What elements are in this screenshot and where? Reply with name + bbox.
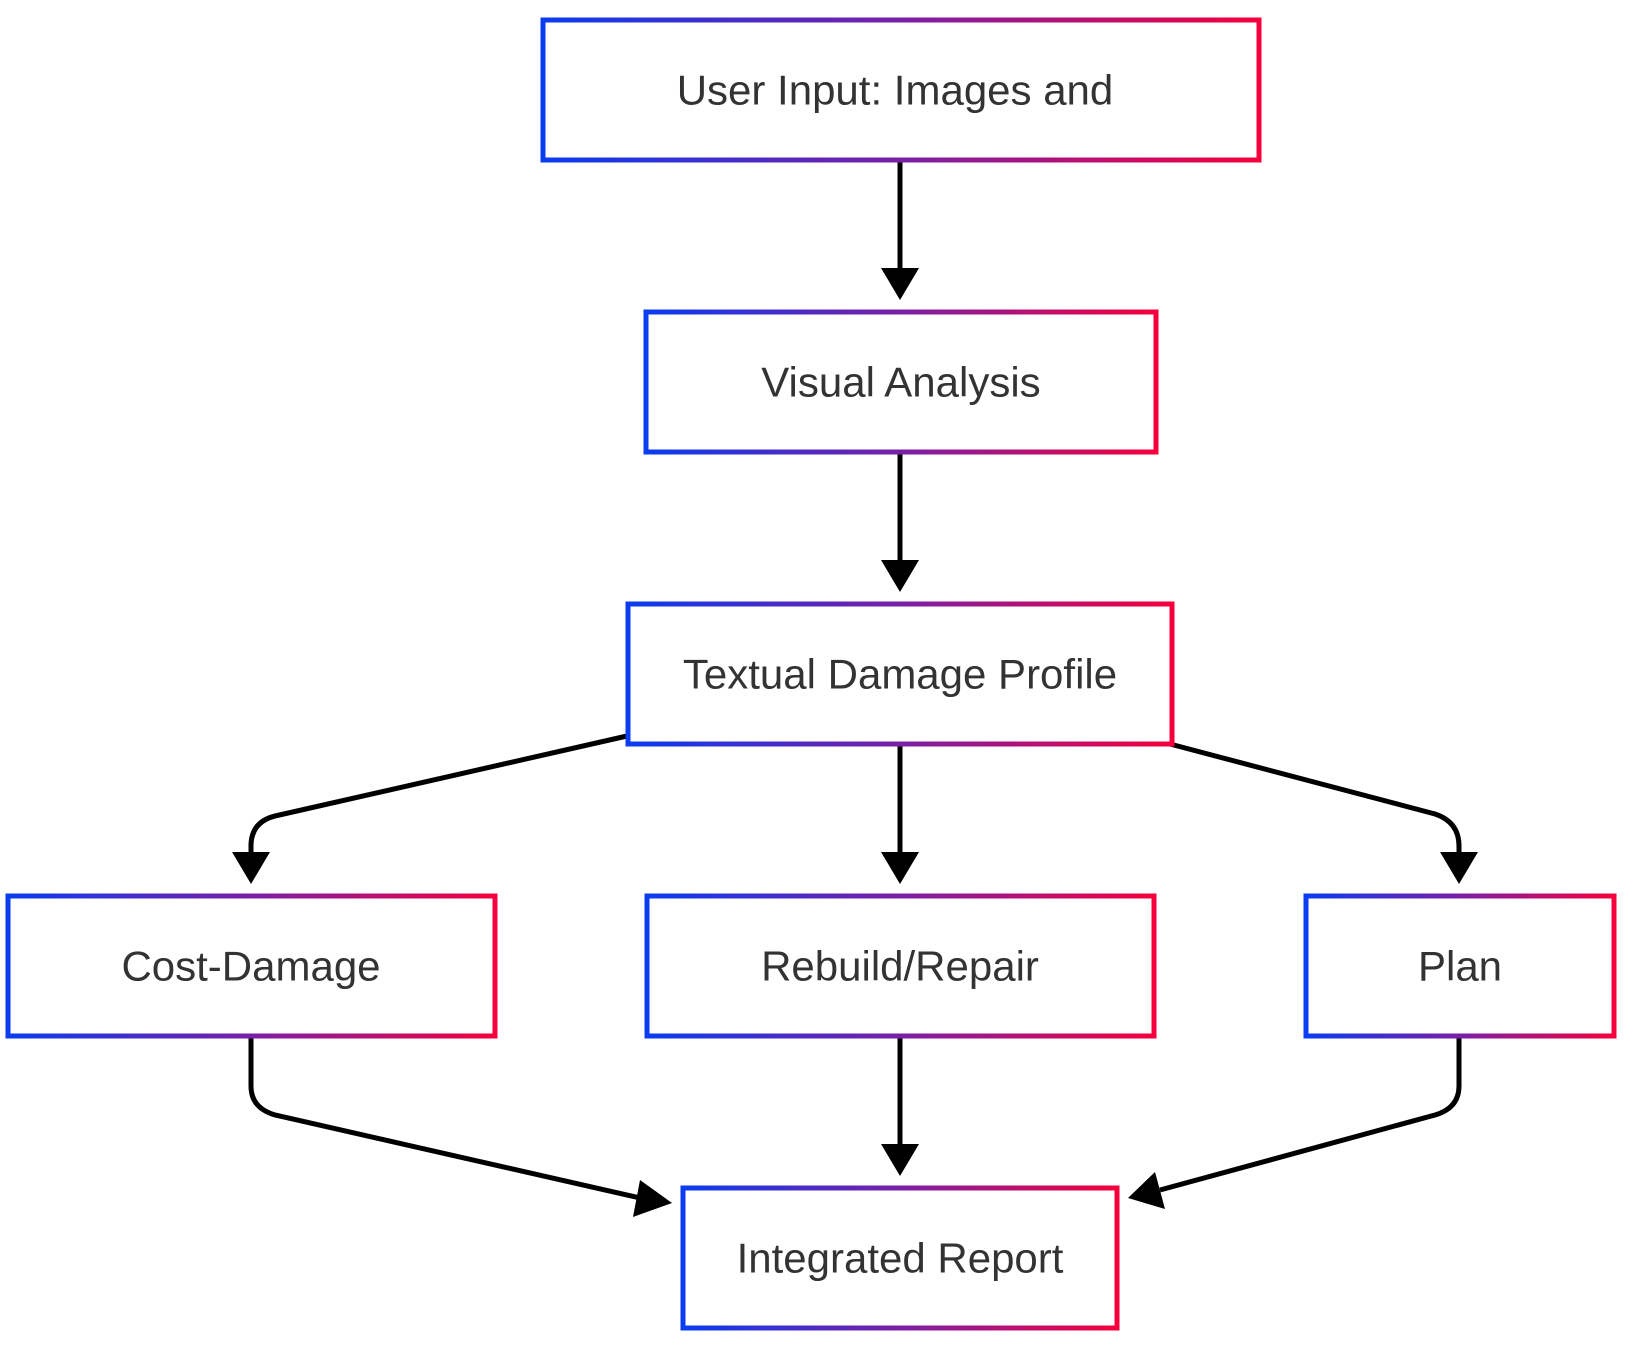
arrowhead-textual-damage-profile [881,560,919,592]
edge-cost-damage-to-integrated-report [248,1036,641,1201]
node-rebuild-repair[interactable]: Rebuild/Repair [644,893,1157,1039]
node-user-input-label: User Input: Images and [677,67,1114,114]
node-plan-label: Plan [1418,943,1502,990]
arrowhead-plan [1440,852,1478,884]
arrowhead-rebuild-repair [881,852,919,884]
edges [232,160,1478,1217]
node-textual-damage-profile-label: Textual Damage Profile [683,651,1117,698]
node-integrated-report[interactable]: Integrated Report [680,1185,1120,1331]
node-visual-analysis[interactable]: Visual Analysis [643,309,1159,455]
node-visual-analysis-label: Visual Analysis [761,359,1040,406]
node-cost-damage[interactable]: Cost-Damage [5,893,498,1039]
arrowhead-visual-analysis [881,268,919,300]
node-textual-damage-profile[interactable]: Textual Damage Profile [625,601,1175,747]
edge-textual-damage-profile-to-cost-damage [248,733,628,856]
node-rebuild-repair-label: Rebuild/Repair [761,943,1039,990]
node-plan[interactable]: Plan [1303,893,1617,1039]
arrowhead-integrated-report-left [633,1180,672,1217]
node-cost-damage-label: Cost-Damage [121,943,380,990]
arrowhead-integrated-report-right [1128,1172,1165,1209]
edge-textual-damage-profile-to-plan [1169,741,1462,856]
node-integrated-report-label: Integrated Report [737,1235,1064,1282]
node-user-input[interactable]: User Input: Images and [540,17,1262,163]
arrowhead-integrated-report-center [881,1144,919,1176]
nodes: User Input: Images and Visual Analysis T… [5,17,1617,1331]
arrowhead-cost-damage [232,852,270,884]
edge-plan-to-integrated-report [1159,1036,1462,1193]
